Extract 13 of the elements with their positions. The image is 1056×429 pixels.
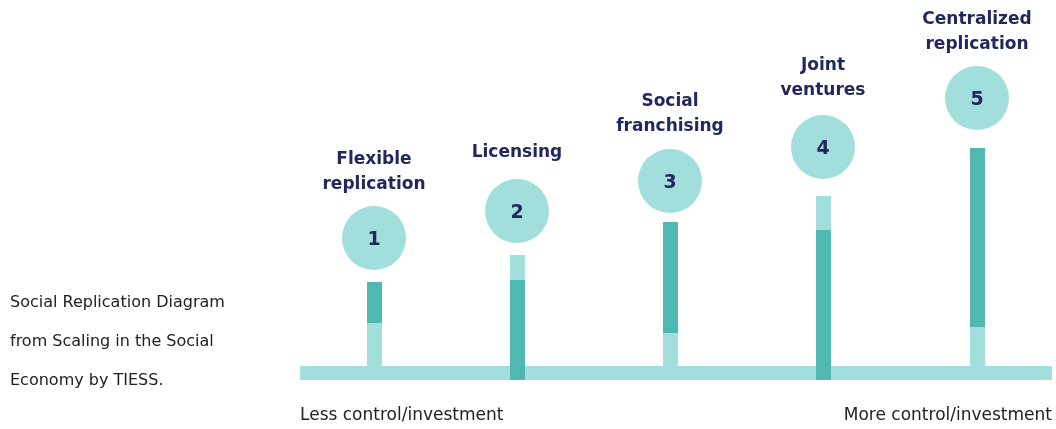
step-heading: Flexible replication (321, 147, 427, 195)
step-number-circle: 2 (485, 179, 549, 243)
step-number-circle: 1 (342, 206, 406, 270)
step-heading: Licensing (470, 140, 564, 163)
axis-end-label: More control/investment (843, 404, 1052, 424)
step-heading: Centralized replication (922, 7, 1032, 55)
step-number-circle: 4 (791, 115, 855, 179)
step-heading: Social franchising (615, 89, 725, 137)
axis-end-label: Less control/investment (300, 404, 504, 424)
step-number-circle: 5 (945, 66, 1009, 130)
step-number-circle: 3 (638, 149, 702, 213)
step-heading: Joint ventures (779, 53, 867, 101)
caption: Social Replication Diagram from Scaling in the Social Economy by TIESS. (10, 291, 226, 391)
